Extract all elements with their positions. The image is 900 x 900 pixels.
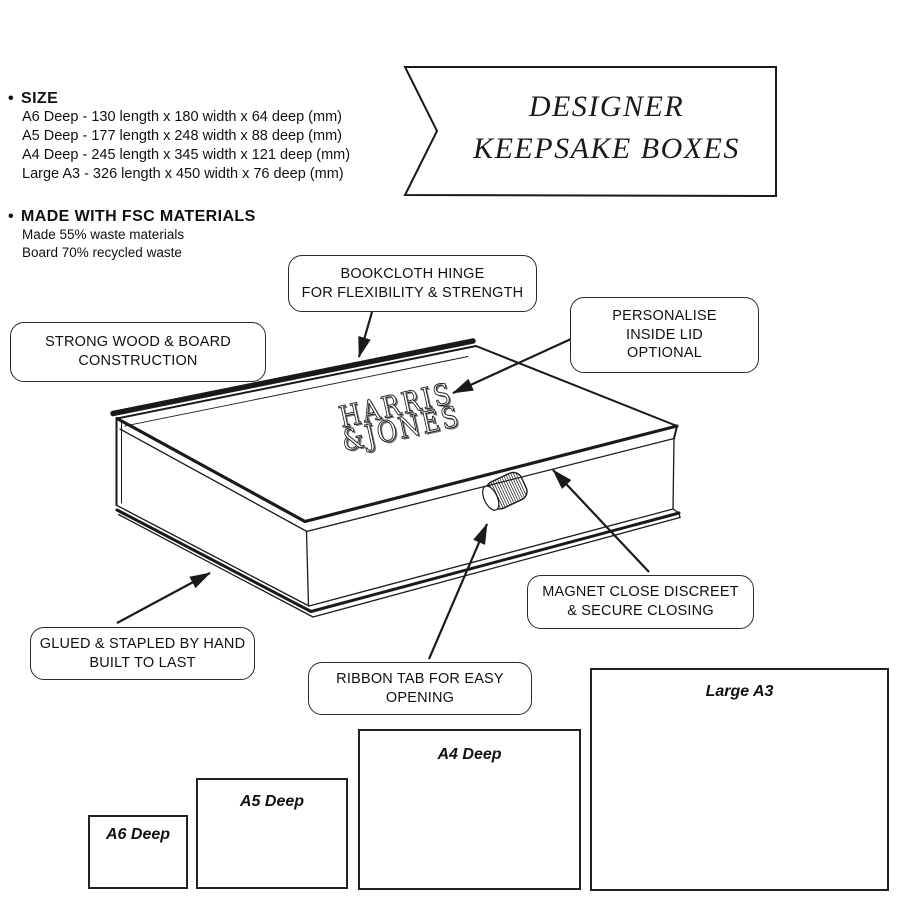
magnet-arrow — [552, 469, 650, 573]
banner-title: DESIGNER KEEPSAKE BOXES — [437, 86, 776, 170]
size-box-a5: A5 Deep — [196, 778, 348, 889]
lid-lip-left — [119, 428, 307, 532]
personalise-arrow — [452, 337, 572, 395]
base-tray-left-outer — [117, 513, 314, 618]
callout-text: FOR FLEXIBILITY & STRENGTH — [301, 284, 524, 301]
callout-personalise-lid: PERSONALISE INSIDE LID OPTIONAL — [570, 297, 759, 373]
materials-item-waste: Made 55% waste materials — [22, 227, 185, 242]
size-heading: • SIZE — [8, 90, 59, 107]
materials-heading: • MADE WITH FSC MATERIALS — [8, 208, 256, 225]
size-item-a4: A4 Deep - 245 length x 345 width x 121 d… — [22, 147, 351, 163]
materials-item-recycled: Board 70% recycled waste — [22, 245, 182, 260]
base-tray-right — [308, 508, 674, 607]
lid-front-edges — [115, 416, 679, 524]
callout-text: MAGNET CLOSE DISCREET — [542, 584, 739, 601]
box-right-edge — [672, 437, 675, 510]
ribbon-arrow — [427, 523, 489, 660]
callout-text: BUILT TO LAST — [89, 654, 196, 671]
base-tray-left — [115, 504, 310, 607]
size-box-label: A6 Deep — [105, 826, 171, 843]
callout-text: CONSTRUCTION — [78, 353, 198, 369]
banner-title-line2: KEEPSAKE BOXES — [473, 132, 740, 165]
banner-title-line1: DESIGNER — [528, 90, 685, 123]
size-item-a3: Large A3 - 326 length x 450 width x 76 d… — [22, 166, 344, 182]
bullet-icon: • — [8, 208, 15, 225]
callout-text: RIBBON TAB FOR EASY — [336, 670, 504, 687]
callout-text: & SECURE CLOSING — [567, 603, 714, 619]
box-front-corner-edge — [305, 530, 310, 607]
size-box-label: A4 Deep — [437, 746, 502, 763]
size-section: • SIZE A6 Deep - 130 length x 180 width … — [8, 90, 350, 184]
callout-text: OPENING — [385, 689, 455, 706]
glued-arrow — [116, 572, 211, 624]
callout-text: PERSONALISE — [612, 307, 717, 324]
size-item-a6: A6 Deep - 130 length x 180 width x 64 de… — [22, 109, 342, 125]
callout-ribbon-tab: RIBBON TAB FOR EASY OPENING — [308, 662, 532, 715]
bookcloth-arrow — [357, 311, 374, 358]
callout-text: GLUED & STAPLED BY HAND — [39, 635, 246, 652]
size-item-a5: A5 Deep - 177 length x 248 width x 88 de… — [22, 128, 342, 144]
size-box-label: A5 Deep — [239, 793, 305, 810]
callout-construction: STRONG WOOD & BOARD CONSTRUCTION — [10, 322, 266, 382]
base-tray-right-outer — [312, 516, 681, 618]
base-tray-right-bold — [309, 511, 681, 613]
banner-flag-shape — [403, 66, 777, 198]
base-tray-left-bold — [115, 508, 313, 613]
size-box-a4: A4 Deep — [358, 729, 581, 890]
callout-magnet-close: MAGNET CLOSE DISCREET & SECURE CLOSING — [527, 575, 754, 629]
bullet-icon: • — [8, 90, 15, 107]
size-box-a6: A6 Deep — [88, 815, 188, 889]
size-box-label: Large A3 — [705, 683, 774, 700]
callout-text: BOOKCLOTH HINGE — [340, 265, 485, 282]
callout-text: INSIDE LID — [626, 326, 703, 343]
bookcloth-hinge-texture — [110, 338, 476, 417]
lid-lip-right-end — [673, 425, 678, 440]
callout-bookcloth-hinge: BOOKCLOTH HINGE FOR FLEXIBILITY & STRENG… — [288, 255, 537, 312]
materials-section: • MADE WITH FSC MATERIALS Made 55% waste… — [8, 208, 256, 262]
hinge-inner-line — [124, 356, 469, 427]
lid-lip-right — [305, 437, 675, 533]
callout-glued-stapled: GLUED & STAPLED BY HAND BUILT TO LAST — [30, 627, 255, 680]
callout-text: OPTIONAL — [627, 345, 702, 362]
size-box-a3: Large A3 — [590, 668, 889, 891]
callout-text: STRONG WOOD & BOARD — [45, 334, 231, 351]
